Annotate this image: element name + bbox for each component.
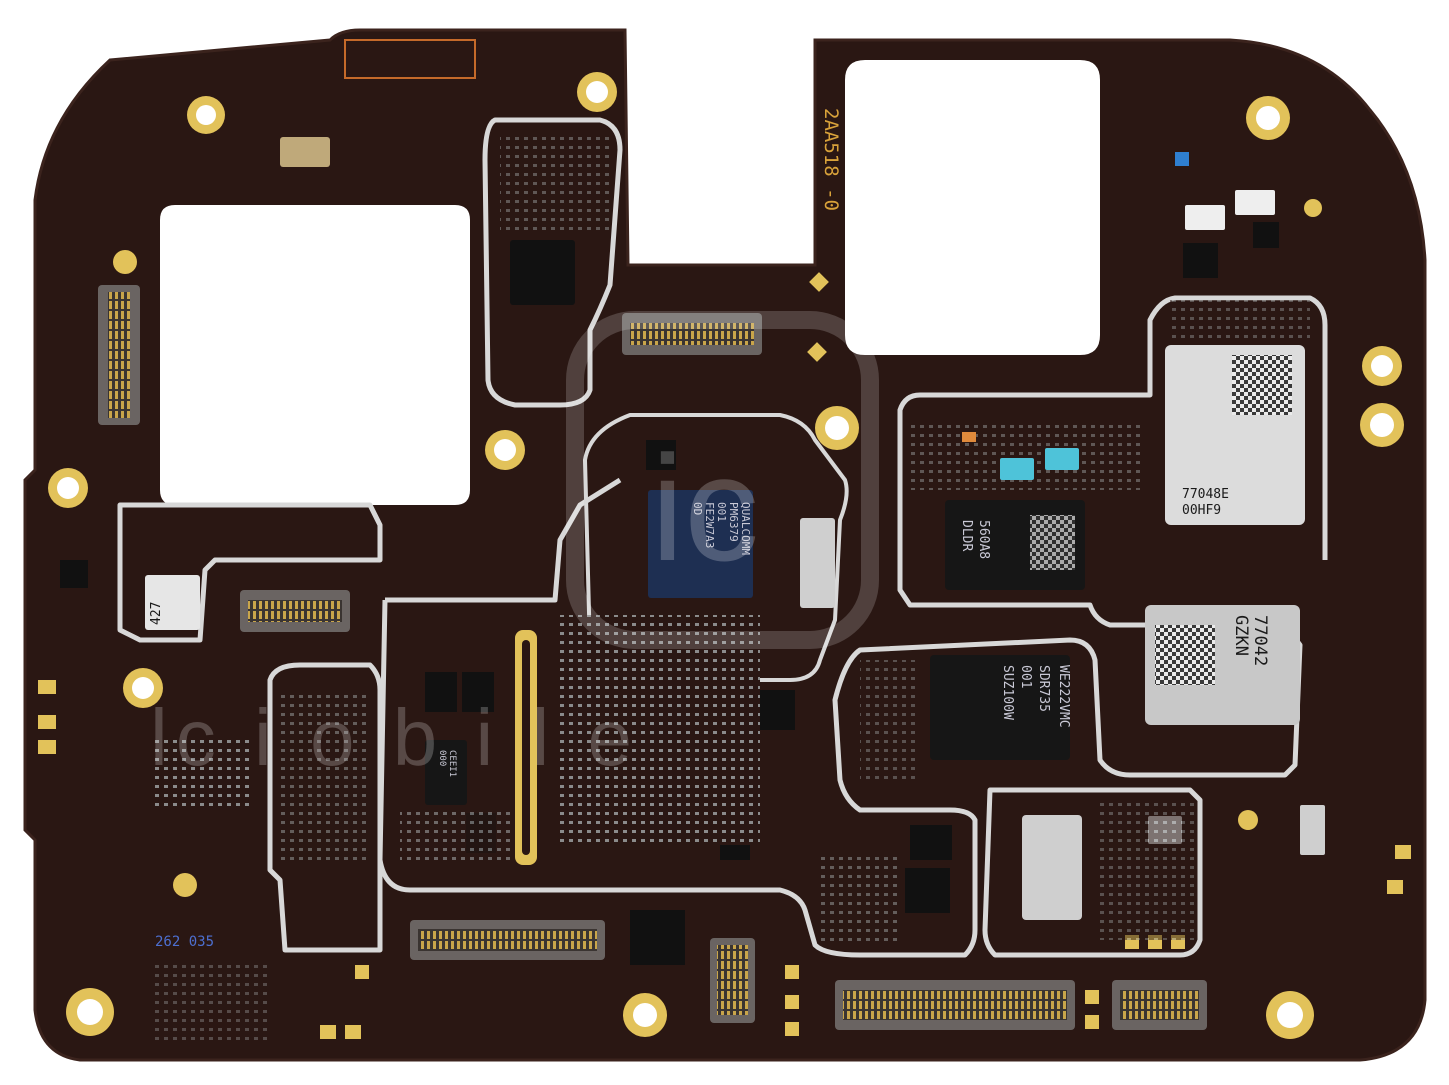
audio-chip: CEEI1 000 <box>425 740 467 805</box>
pmic-line3: 001 <box>715 502 728 522</box>
memory-line1: 560A8 <box>976 520 991 559</box>
transceiver-chip: WE222VMC SDR735 001 SUZ100W <box>930 655 1071 760</box>
watermark-logo: ic lc i o b i l e <box>150 311 879 782</box>
passive-component-fields <box>150 135 1310 1040</box>
pmic-chip: QUALCOMM PM6379 001 FE2W7A3 0D <box>648 490 753 598</box>
rf-module-top-line1: 77048E <box>1182 487 1229 502</box>
pmic-line5: 0D <box>691 502 704 515</box>
connectors <box>98 39 1207 1030</box>
memory-chip: 560A8 DLDR <box>945 500 1085 590</box>
rf-module-mid: 77042 GZKN <box>1145 605 1300 725</box>
rf-module-top-line2: 00HF9 <box>1182 503 1221 518</box>
transceiver-line2: SDR735 <box>1036 665 1051 712</box>
blue-components <box>962 152 1189 480</box>
memory-line2: DLDR <box>959 520 974 551</box>
pmic-line1: QUALCOMM <box>739 502 752 555</box>
audio-chip-line1: CEEI1 <box>447 750 457 777</box>
camera-cutout-right <box>845 60 1100 355</box>
rf-module-top: 77048E 00HF9 <box>1165 345 1305 525</box>
silkscreen-board-id: 2AA518 -0 <box>820 108 842 211</box>
silkscreen-bottom-code: 262 035 <box>155 934 214 950</box>
gold-pads <box>38 199 1411 1039</box>
transceiver-line4: SUZ100W <box>1000 665 1015 720</box>
transceiver-line1: WE222VMC <box>1056 665 1071 728</box>
mounting-holes <box>48 72 1404 1039</box>
small-module-left: 427 <box>145 575 200 630</box>
small-module-left-text: 427 <box>149 602 164 625</box>
rf-module-mid-line2: GZKN <box>1231 615 1251 656</box>
audio-chip-line2: 000 <box>437 750 447 766</box>
rf-module-mid-line1: 77042 <box>1250 615 1270 666</box>
watermark-logo-text: ic <box>651 424 759 592</box>
pmic-line4: FE2W7A3 <box>703 502 716 548</box>
transceiver-line3: 001 <box>1018 665 1033 688</box>
shield-frames <box>117 117 1328 958</box>
watermark-text: lc i o b i l e <box>150 693 640 782</box>
camera-cutout-left <box>160 205 470 505</box>
pmic-line2: PM6379 <box>727 502 740 542</box>
